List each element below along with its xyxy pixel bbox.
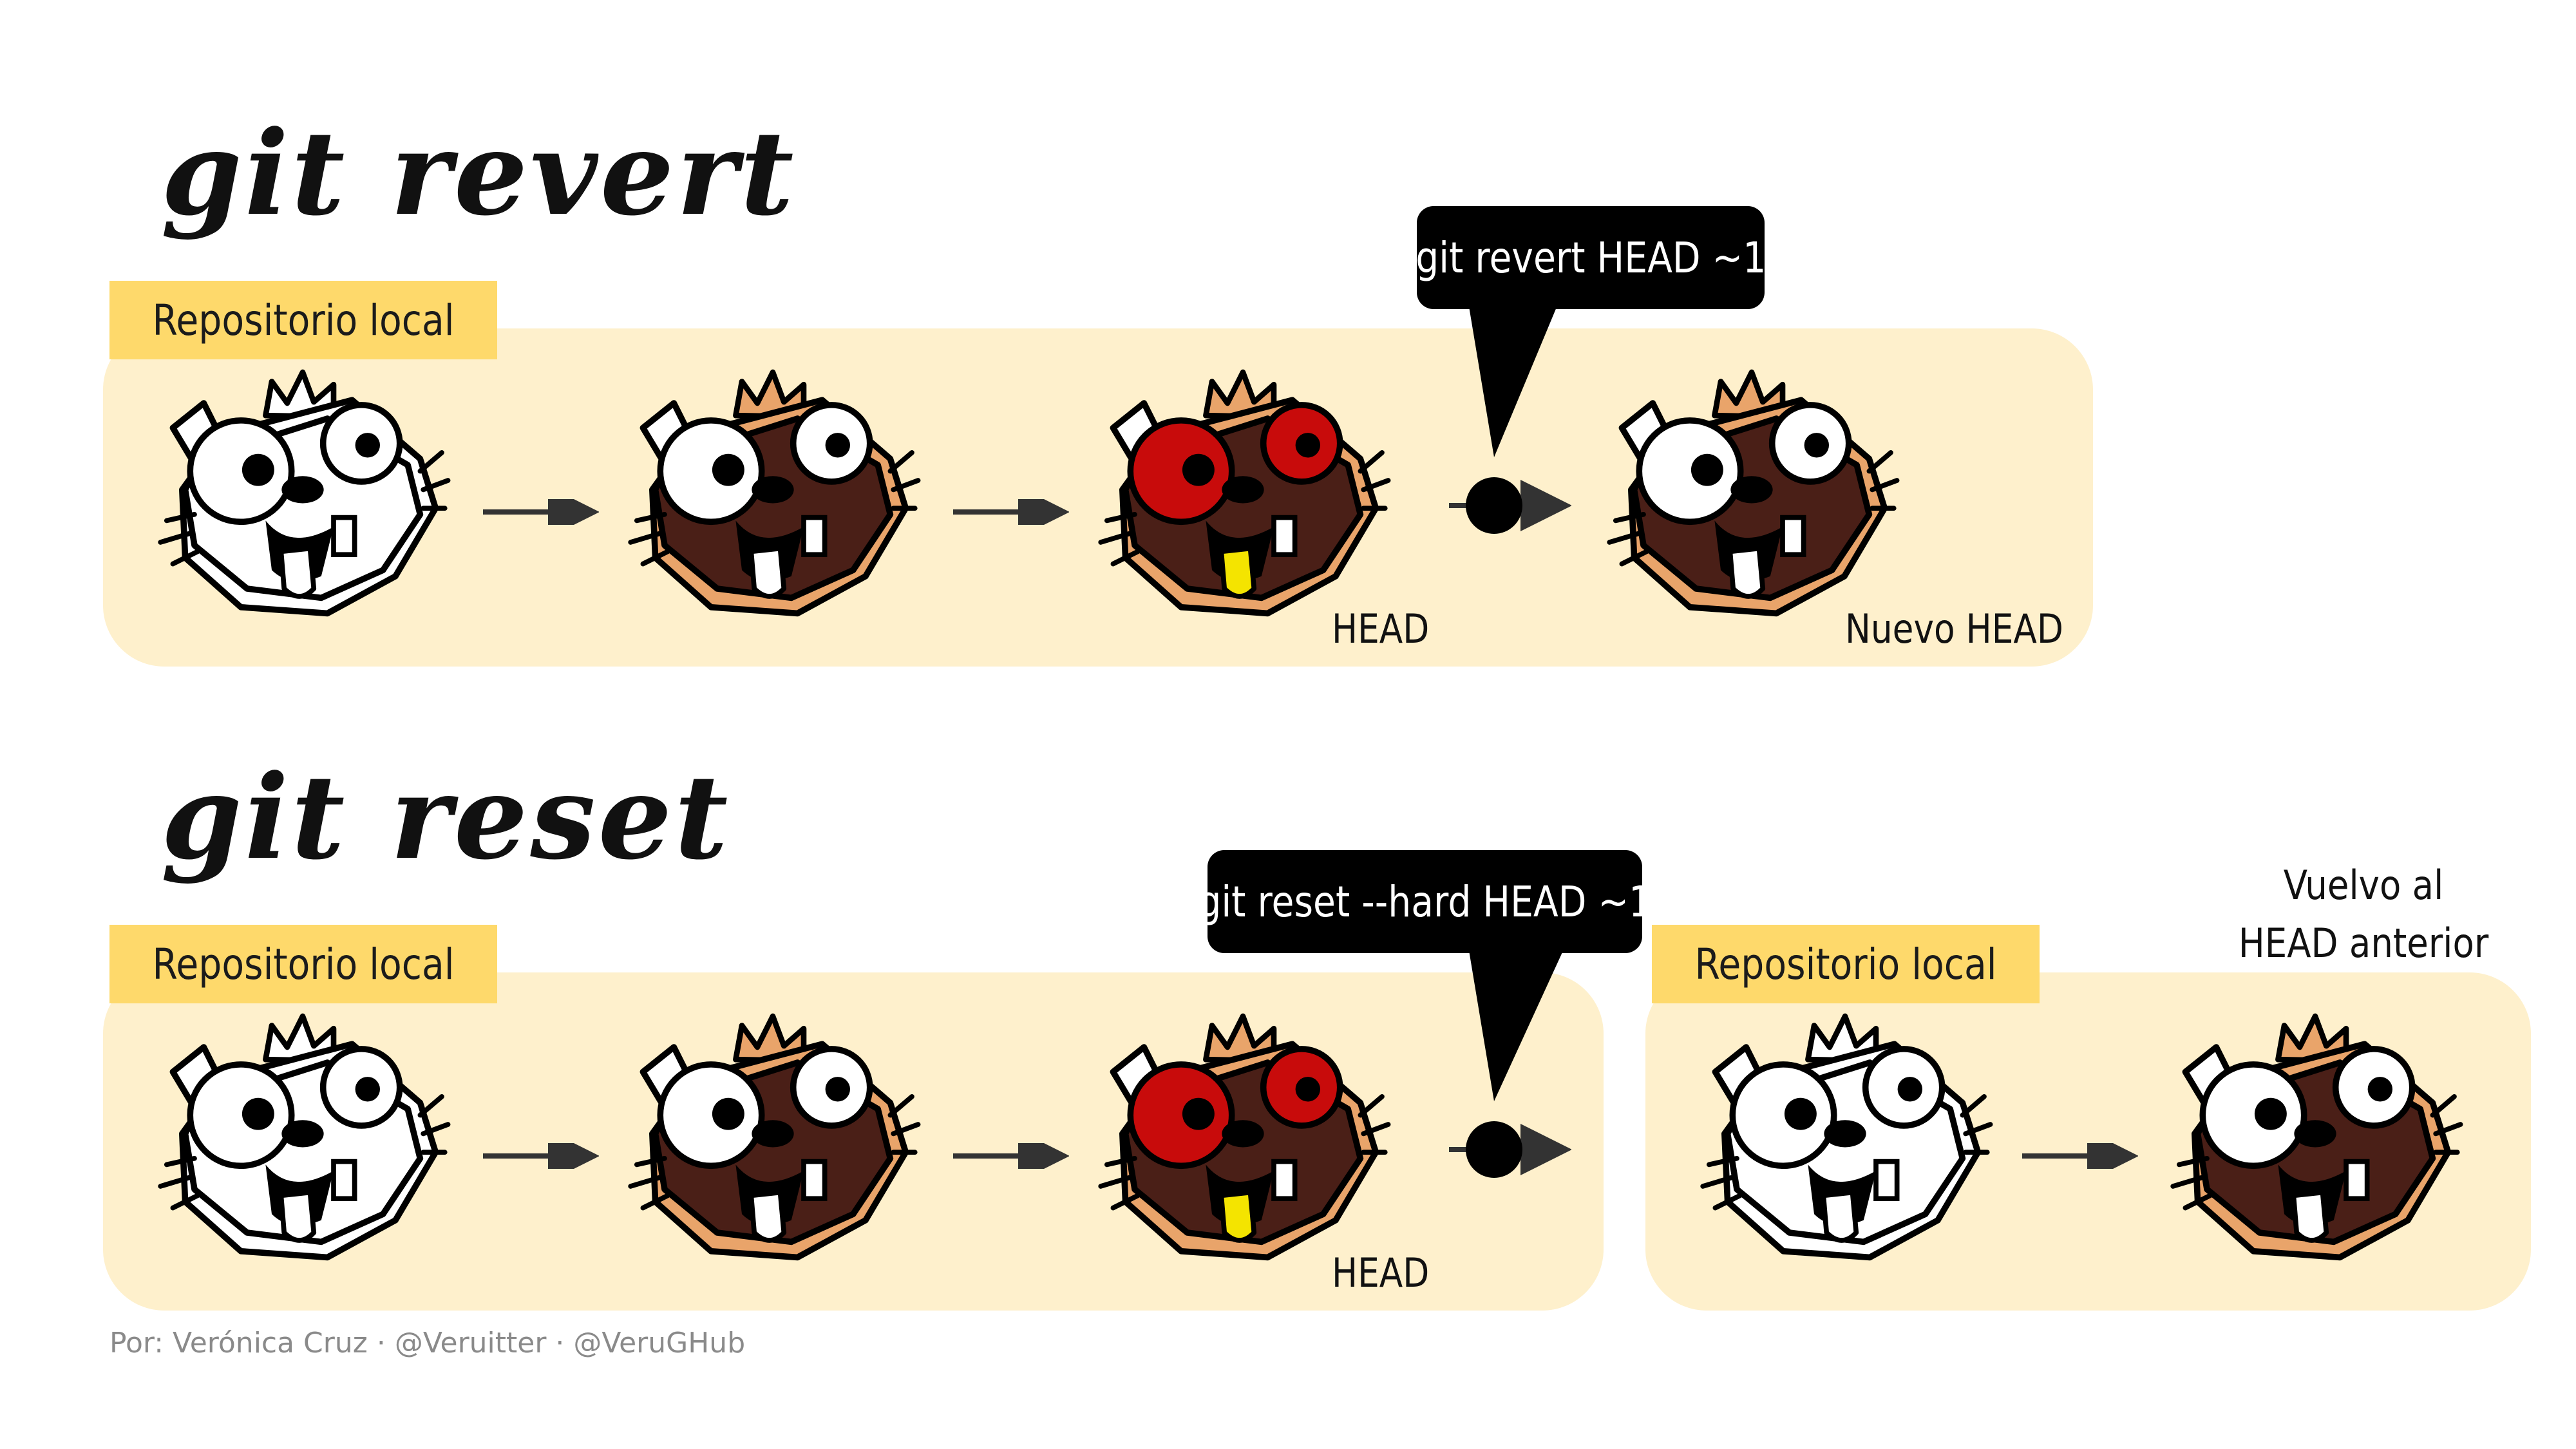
gopher-icon <box>618 361 927 631</box>
commit-dot-icon <box>1449 1121 1571 1178</box>
bubble-tail <box>1468 947 1565 1101</box>
gopher-icon <box>1088 361 1397 631</box>
revert-new-head-label: Nuevo HEAD <box>1845 605 2063 652</box>
gopher-icon <box>1690 1005 2000 1275</box>
arrow-icon <box>953 1143 1069 1169</box>
reset-result-repo-label: Repositorio local <box>1652 925 2040 1003</box>
reset-repo-label: Repositorio local <box>109 925 497 1003</box>
gopher-icon <box>618 1005 927 1275</box>
reset-result-line2: HEAD anterior <box>2238 919 2489 967</box>
arrow-icon <box>483 499 599 525</box>
gopher-icon <box>2161 1005 2470 1275</box>
arrow-icon <box>483 1143 599 1169</box>
reset-result-line1: Vuelvo al <box>2283 862 2444 909</box>
gopher-icon <box>148 1005 457 1275</box>
revert-repo-label: Repositorio local <box>109 281 497 359</box>
arrow-icon <box>2022 1143 2138 1169</box>
reset-title: git reset <box>161 750 731 886</box>
reset-command-bubble: git reset --hard HEAD ~1 <box>1198 850 1652 953</box>
bubble-tail <box>1468 303 1558 457</box>
revert-command-bubble: git revert HEAD ~1 <box>1416 206 1766 309</box>
gopher-icon <box>1088 1005 1397 1275</box>
revert-title: git revert <box>161 106 797 242</box>
author-credit: Por: Verónica Cruz · @Veruitter · @VeruG… <box>109 1327 746 1359</box>
reset-result-caption: Vuelvo al HEAD anterior <box>2216 857 2511 972</box>
reset-head-label: HEAD <box>1332 1249 1430 1296</box>
commit-dot-icon <box>1449 477 1571 534</box>
gopher-icon <box>1597 361 1906 631</box>
gopher-icon <box>148 361 457 631</box>
arrow-icon <box>953 499 1069 525</box>
revert-head-label: HEAD <box>1332 605 1430 652</box>
